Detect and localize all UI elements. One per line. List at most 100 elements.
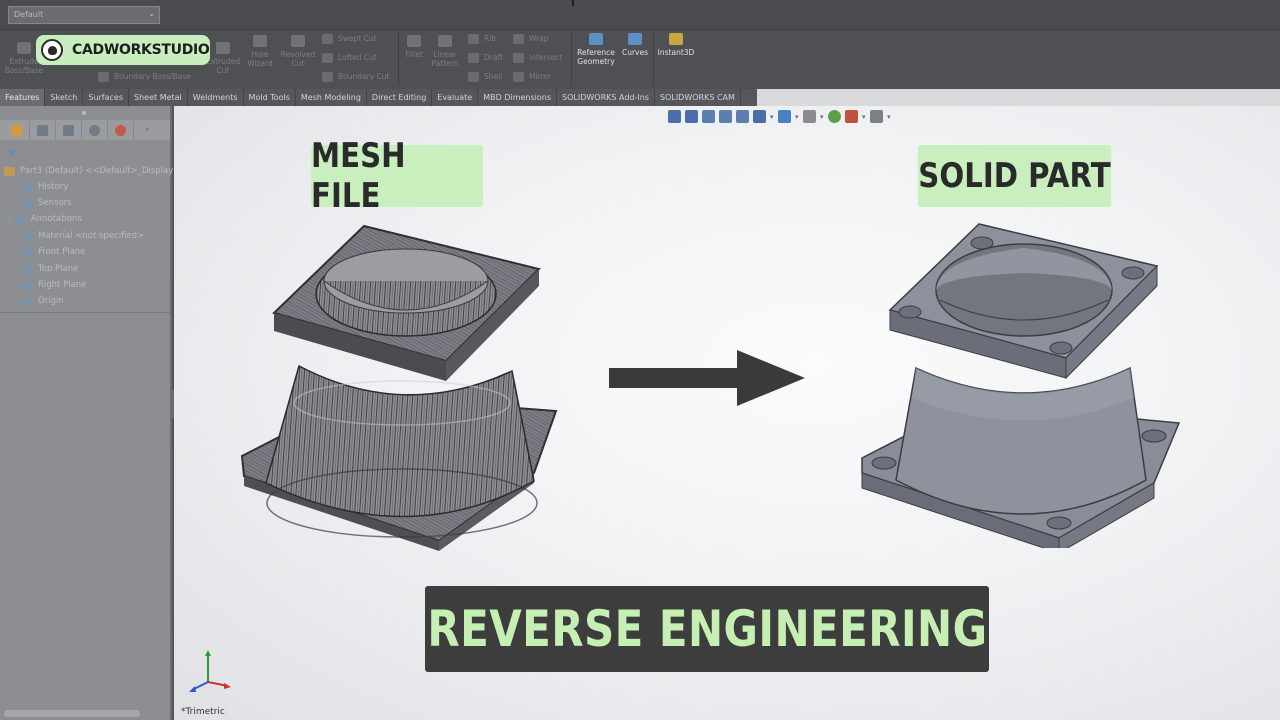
tab-evaluate[interactable]: Evaluate	[432, 89, 479, 106]
fillet-icon	[407, 35, 421, 47]
solid-model[interactable]	[854, 218, 1184, 548]
tree-item-label: Top Plane	[38, 264, 79, 274]
revolved-cut-label: Revolved Cut	[280, 50, 316, 68]
graphics-area[interactable]: ▾ ▾ ▾ ▾ ▾ MESH FILE SOLID PART	[174, 106, 1280, 720]
sensors-icon	[22, 198, 33, 208]
tree-item-history[interactable]: History	[22, 182, 68, 192]
tab-sketch[interactable]: Sketch	[45, 89, 84, 106]
panel-more-button[interactable]: ›	[134, 121, 160, 139]
configuration-dropdown[interactable]: Default ⌄	[8, 6, 160, 24]
mirror-icon	[513, 72, 524, 82]
tab-surfaces[interactable]: Surfaces	[83, 89, 130, 106]
plane-icon	[22, 264, 33, 274]
tab-direct-editing[interactable]: Direct Editing	[367, 89, 433, 106]
tab-sheet-metal[interactable]: Sheet Metal	[129, 89, 188, 106]
tab-mbd-dimensions[interactable]: MBD Dimensions	[478, 89, 558, 106]
filter-icon[interactable]: ▼	[8, 148, 16, 159]
plane-icon	[22, 280, 33, 290]
boundary-cut-icon	[322, 72, 333, 82]
fillet-button[interactable]: Fillet	[401, 35, 427, 59]
hole-wizard-label: Hole Wizard	[247, 50, 273, 68]
linear-pattern-button[interactable]: Linear Pattern	[428, 35, 462, 68]
tab-weldments[interactable]: Weldments	[188, 89, 244, 106]
tree-root-label: Part3 (Default) <<Default>_Display St	[20, 166, 185, 176]
tab-mold-tools[interactable]: Mold Tools	[244, 89, 296, 106]
edit-appearance-icon[interactable]	[828, 110, 841, 123]
tab-property-manager[interactable]	[30, 121, 56, 139]
command-manager-ribbon: Extrude Boss/Base Extruded Cut Hole Wiza…	[0, 30, 1280, 89]
dropdown-icon[interactable]: ▾	[820, 112, 824, 121]
swept-cut-button[interactable]: Swept Cut	[322, 34, 377, 44]
tab-configuration-manager[interactable]	[56, 121, 82, 139]
divider	[0, 312, 170, 313]
tree-item-material[interactable]: Material <not specified>	[22, 231, 144, 241]
display-style-icon[interactable]	[778, 110, 791, 123]
view-orientation-icon[interactable]	[753, 110, 766, 123]
tab-display-manager[interactable]	[108, 121, 134, 139]
tree-item-front-plane[interactable]: Front Plane	[22, 247, 86, 257]
boundary-cut-label: Boundary Cut	[338, 72, 390, 81]
dropdown-icon[interactable]: ▾	[887, 112, 891, 121]
extrude-boss-button[interactable]: Extrude Boss/Base	[4, 42, 44, 75]
extruded-cut-label: Extruded Cut	[206, 57, 241, 75]
tab-solidworks-add-ins[interactable]: SOLIDWORKS Add-Ins	[557, 89, 655, 106]
hole-wizard-button[interactable]: Hole Wizard	[244, 35, 276, 68]
tree-item-right-plane[interactable]: Right Plane	[22, 280, 86, 290]
curves-button[interactable]: Curves	[620, 33, 650, 57]
banner-text: REVERSE ENGINEERING	[426, 600, 988, 658]
feature-manager-icon	[11, 124, 22, 136]
origin-icon	[22, 296, 33, 306]
previous-view-icon[interactable]	[702, 110, 715, 123]
configuration-manager-icon	[63, 124, 74, 136]
zoom-to-area-icon[interactable]	[685, 110, 698, 123]
reverse-engineering-banner: REVERSE ENGINEERING	[425, 586, 989, 672]
solid-part-label-text: SOLID PART	[918, 156, 1111, 196]
section-view-icon[interactable]	[719, 110, 732, 123]
mirror-button[interactable]: Mirror	[513, 72, 551, 82]
panel-tab-bar: ›	[0, 120, 170, 140]
tab-mesh-modeling[interactable]: Mesh Modeling	[296, 89, 367, 106]
rib-button[interactable]: Rib	[468, 34, 496, 44]
boundary-cut-button[interactable]: Boundary Cut	[322, 72, 389, 82]
reference-geometry-button[interactable]: Reference Geometry	[575, 33, 617, 66]
tree-item-origin[interactable]: Origin	[22, 296, 64, 306]
plane-icon	[22, 247, 33, 257]
dynamic-annotation-icon[interactable]	[736, 110, 749, 123]
dropdown-icon[interactable]: ▾	[795, 112, 799, 121]
hide-show-items-icon[interactable]	[803, 110, 816, 123]
display-manager-icon	[115, 124, 126, 136]
boundary-boss-button[interactable]: Boundary Boss/Base	[98, 72, 191, 82]
material-icon	[22, 231, 33, 241]
lofted-cut-button[interactable]: Lofted Cut	[322, 53, 377, 63]
horizontal-scrollbar[interactable]	[4, 710, 140, 717]
mesh-model[interactable]	[234, 221, 574, 551]
reference-geometry-icon	[589, 33, 603, 45]
tree-item-annotations[interactable]: ›Annotations	[8, 214, 82, 224]
arrow-right-icon	[609, 350, 805, 406]
dropdown-icon[interactable]: ▾	[770, 112, 774, 121]
tab-solidworks-cam[interactable]: SOLIDWORKS CAM	[655, 89, 741, 106]
avatar	[41, 39, 63, 61]
tree-item-top-plane[interactable]: Top Plane	[22, 264, 78, 274]
dropdown-icon[interactable]: ▾	[862, 112, 866, 121]
extrude-icon	[17, 42, 31, 54]
tab-features[interactable]: Features	[0, 89, 46, 106]
panel-grip[interactable]	[82, 111, 86, 115]
tree-item-sensors[interactable]: Sensors	[22, 198, 72, 208]
apply-scene-icon[interactable]	[845, 110, 858, 123]
tab-feature-manager[interactable]	[4, 121, 30, 139]
panel-splitter-handle[interactable]	[170, 390, 176, 418]
view-settings-icon[interactable]	[870, 110, 883, 123]
draft-button[interactable]: Draft	[468, 53, 503, 63]
intersect-button[interactable]: Intersect	[513, 53, 562, 63]
tree-item-label: Right Plane	[38, 280, 87, 290]
shell-button[interactable]: Shell	[468, 72, 502, 82]
wrap-button[interactable]: Wrap	[513, 34, 549, 44]
extruded-cut-button[interactable]: Extruded Cut	[206, 42, 240, 75]
tree-root-part[interactable]: Part3 (Default) <<Default>_Display St	[4, 166, 185, 176]
brand-name: CADWORKSTUDIO	[72, 42, 210, 58]
revolved-cut-button[interactable]: Revolved Cut	[279, 35, 317, 68]
tab-dimxpert-manager[interactable]	[82, 121, 108, 139]
zoom-to-fit-icon[interactable]	[668, 110, 681, 123]
instant3d-button[interactable]: Instant3D	[655, 33, 697, 57]
